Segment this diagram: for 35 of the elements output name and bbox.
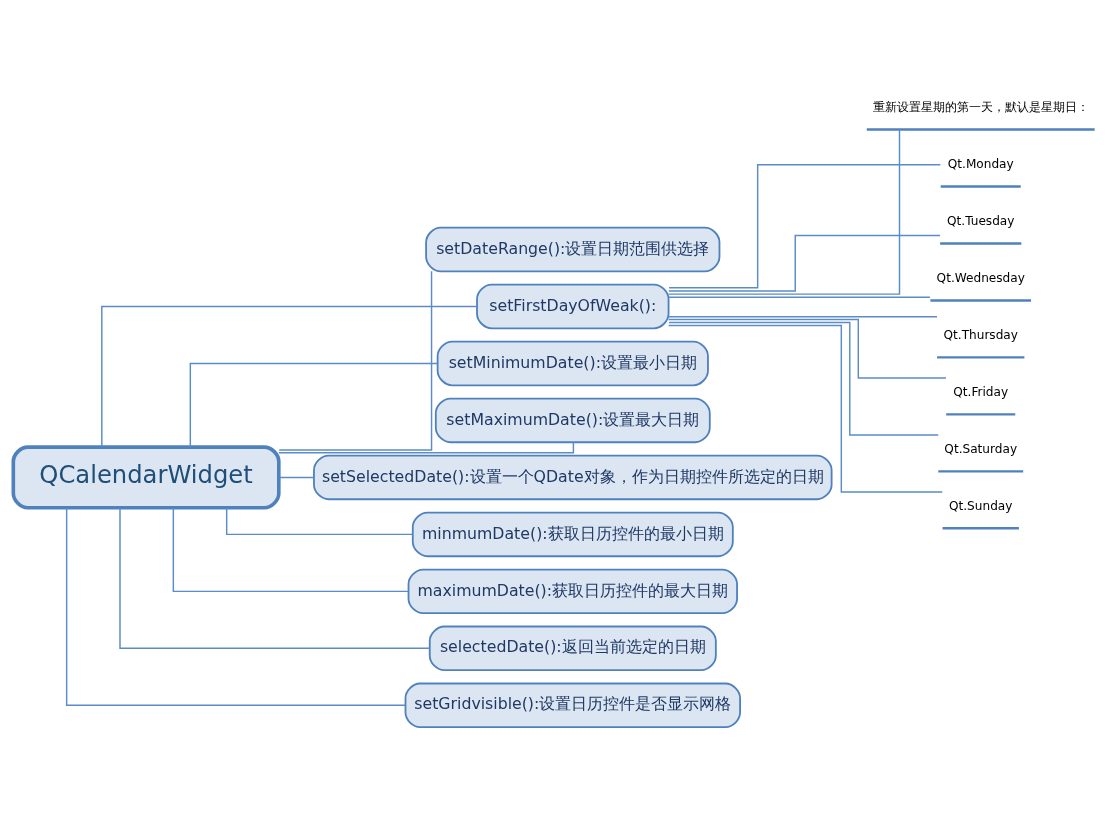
node-box: QCalendarWidget — [11, 445, 281, 510]
node-box: setMaximumDate():设置最大日期 — [434, 397, 711, 444]
node-box: setGridvisible():设置日历控件是否显示网格 — [404, 682, 741, 729]
node-text: Qt.Saturday — [944, 441, 1018, 456]
node-text: Qt.Sunday — [949, 498, 1013, 513]
connector — [667, 324, 943, 493]
connector — [65, 507, 407, 707]
node-text: Qt.Wednesday — [936, 270, 1025, 285]
connector — [668, 163, 942, 289]
connector — [101, 305, 478, 448]
node-text: 重新设置星期的第一天，默认是星期日： — [872, 99, 1089, 114]
connector — [668, 315, 938, 318]
connector — [668, 234, 941, 292]
connector — [172, 507, 409, 593]
connector — [668, 296, 931, 298]
connector — [667, 318, 947, 379]
connector — [668, 321, 939, 436]
connector — [278, 476, 315, 479]
node-text: Qt.Friday — [953, 384, 1009, 399]
node-box: minmumDate():获取日历控件的最小日期 — [411, 511, 734, 558]
connector — [278, 270, 433, 451]
connector — [278, 441, 575, 454]
node-box: setSelectedDate():设置一个QDate对象，作为日期控件所选定的日期 — [313, 454, 833, 501]
connector — [119, 507, 431, 650]
connector — [225, 507, 414, 536]
node-text: Qt.Monday — [947, 156, 1014, 171]
connector — [189, 362, 439, 448]
node-text: Qt.Tuesday — [947, 213, 1015, 228]
node-box: setFirstDayOfWeak(): — [476, 283, 670, 330]
node-box: setDateRange():设置日期范围供选择 — [425, 226, 721, 273]
node-text: Qt.Thursday — [943, 327, 1018, 342]
connector — [667, 129, 901, 295]
node-box: setMinimumDate():设置最小日期 — [436, 340, 709, 387]
node-box: selectedDate():返回当前选定的日期 — [428, 625, 717, 672]
node-box: maximumDate():获取日历控件的最大日期 — [407, 568, 738, 615]
